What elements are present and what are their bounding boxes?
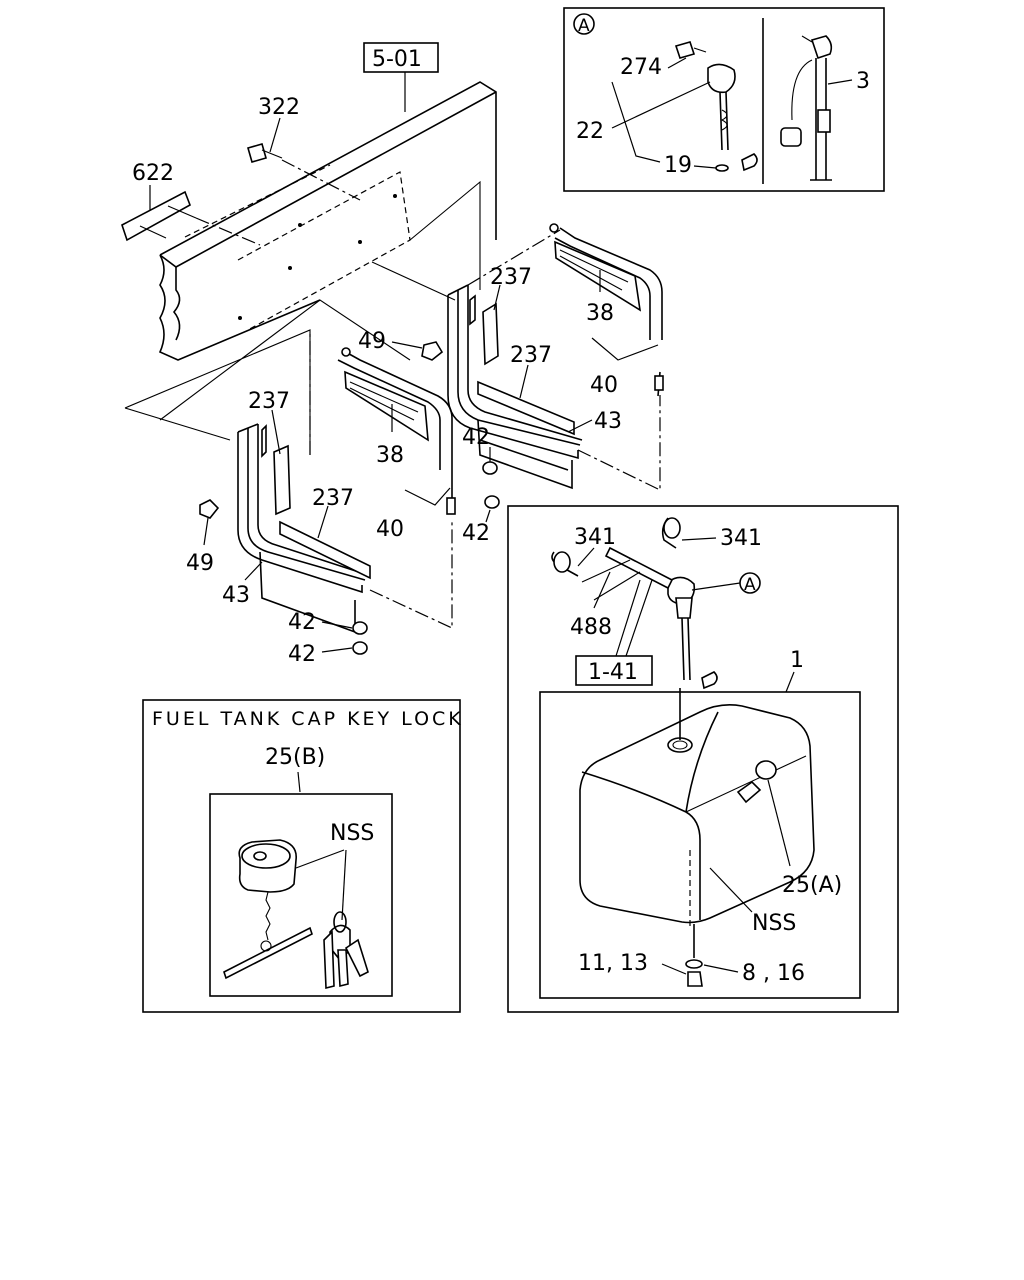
nuts-42-lower: 42 42 [288,610,368,667]
callout-11-13: 11, 13 [578,951,648,976]
callout-488: 488 [570,615,612,640]
nut-49-top: 49 [358,329,444,361]
projection-outline-left [124,299,411,455]
callout-42-a: 42 [462,425,490,450]
bolt-322: 322 [247,95,361,201]
fuel-tank [579,704,815,924]
detail-a-box: A 274 22 19 3 [563,7,885,192]
detail-a-pointer: A [744,575,756,595]
detail-a-marker: A [578,16,590,36]
nut-49-bottom: 49 [186,499,220,576]
callout-237-mid: 237 [510,343,552,368]
callout-43-right: 43 [594,409,622,434]
callout-237-lower: 237 [312,486,354,511]
callout-341-left: 341 [574,525,616,550]
callout-22: 22 [576,119,604,144]
plate-622: 622 [121,161,261,246]
ref-1-41-label: 1-41 [588,660,638,685]
key-lock-title: FUEL TANK CAP KEY LOCK [152,708,464,730]
callout-nss-cap: NSS [330,821,374,846]
callout-nss-tank: NSS [752,911,796,936]
projection-outline-right [371,180,481,301]
callout-3: 3 [856,69,870,94]
callout-42-d: 42 [288,642,316,667]
callout-42-b: 42 [462,521,490,546]
callout-40-left: 40 [376,517,404,542]
callout-237-left: 237 [248,389,290,414]
key-lock-panel: FUEL TANK CAP KEY LOCK 25(B) NSS [142,699,464,1013]
fuel-tank-panel: 341 341 A 488 1-41 1 25(A) NSS 11, 13 8 … [507,505,899,1013]
callout-341-right: 341 [720,526,762,551]
callout-237-top: 237 [490,265,532,290]
callout-19: 19 [664,153,692,178]
callout-49-bottom: 49 [186,551,214,576]
callout-274: 274 [620,55,662,80]
callout-622: 622 [132,161,174,186]
callout-42-c: 42 [288,610,316,635]
callout-8-16: 8 , 16 [742,961,805,986]
bracket-assembly-left [237,330,456,634]
callout-40-right: 40 [590,373,618,398]
callout-25b: 25(B) [265,745,325,770]
callout-322: 322 [258,95,300,120]
frame-rail [158,81,497,361]
ref-5-01-label: 5-01 [372,47,422,72]
callout-1: 1 [790,648,804,673]
bracket-assembly-right [447,223,664,491]
callout-49-top: 49 [358,329,386,354]
callout-25a: 25(A) [782,873,842,898]
callout-38-left: 38 [376,443,404,468]
nuts-42-middle: 42 42 [462,425,500,546]
callout-38-right: 38 [586,301,614,326]
callout-43-left: 43 [222,583,250,608]
ref-box-5-01: 5-01 [363,42,439,112]
